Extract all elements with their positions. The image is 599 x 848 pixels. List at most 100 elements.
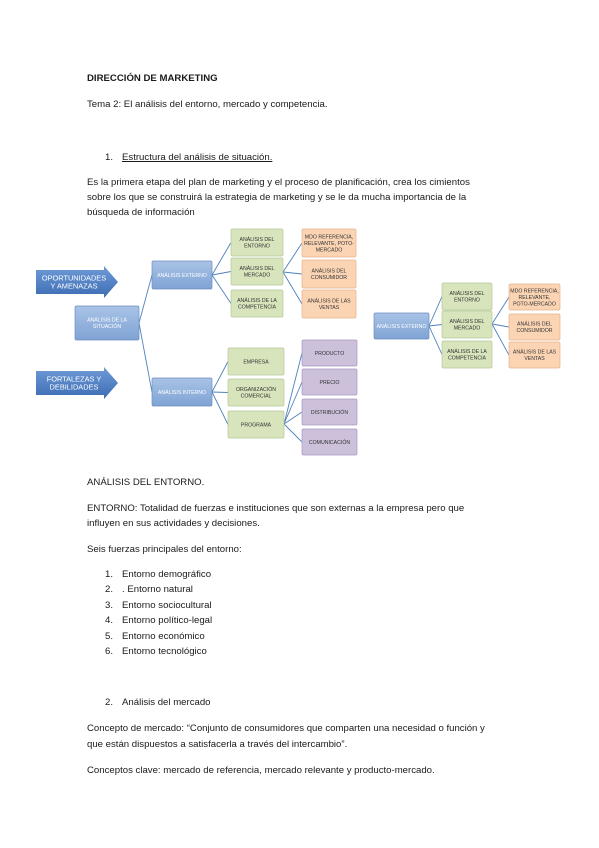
program-child-node-label: DISTRIBUCIÓN bbox=[311, 409, 348, 416]
market-child-node-2-label: RELEVANTE, bbox=[519, 295, 551, 301]
page-title: DIRECCIÓN DE MARKETING bbox=[87, 73, 218, 84]
strengths-weaknesses-arrow-label: DEBILIDADES bbox=[50, 383, 99, 392]
situation-analysis-node-label: ANÁLISIS DE LA bbox=[87, 317, 127, 324]
entorno-def-line-2: influyen en sus actividades y decisiones… bbox=[87, 518, 260, 529]
program-child-node-label: COMUNICACIÓN bbox=[309, 439, 350, 446]
opportunities-threats-arrow-label: OPORTUNIDADES bbox=[42, 274, 106, 283]
external-child-node-2-label: ANÁLISIS DEL bbox=[450, 290, 485, 297]
external-child-node-2-label: MERCADO bbox=[454, 326, 481, 332]
program-child-node: COMUNICACIÓN bbox=[301, 428, 358, 456]
market-child-node-label: CONSUMIDOR bbox=[311, 275, 347, 281]
intro-line-3: búsqueda de información bbox=[87, 207, 195, 218]
external-child-node-2-label: ENTORNO bbox=[454, 298, 480, 304]
list-item-number: 6. bbox=[105, 646, 114, 657]
list-item-number: 4. bbox=[105, 615, 114, 626]
mercado-def-line-1: Concepto de mercado: “Conjunto de consum… bbox=[87, 723, 485, 734]
mercado-def-line-2: que están dispuestos a satisfacerla a tr… bbox=[87, 739, 348, 750]
section-1-title: Estructura del análisis de situación. bbox=[122, 152, 273, 163]
section-2-title: Análisis del mercado bbox=[122, 697, 211, 708]
connector-line bbox=[211, 361, 229, 393]
internal-child-node: PROGRAMA bbox=[227, 410, 285, 439]
entorno-def-line-1: ENTORNO: Totalidad de fuerzas e instituc… bbox=[87, 503, 465, 514]
market-child-node-2-label: MDO REFERENCIA, bbox=[510, 289, 558, 295]
connector-line bbox=[211, 271, 232, 276]
connector-line bbox=[428, 324, 443, 327]
connector-line bbox=[283, 352, 303, 425]
connector-line bbox=[491, 323, 510, 356]
connector-line bbox=[283, 381, 303, 425]
list-item: . Entorno natural bbox=[122, 584, 193, 595]
connector-line bbox=[211, 274, 232, 304]
list-item-number: 3. bbox=[105, 600, 114, 611]
program-child-node: PRECIO bbox=[301, 368, 358, 396]
strengths-weaknesses-arrow-label: FORTALEZAS Y bbox=[47, 375, 102, 384]
external-child-node-label: ANÁLISIS DE LA bbox=[237, 297, 277, 304]
fuerzas-intro: Seis fuerzas principales del entorno: bbox=[87, 544, 242, 555]
external-child-node-label: COMPETENCIA bbox=[238, 305, 277, 311]
external-analysis-node-2: ANÁLISIS EXTERNO bbox=[373, 312, 430, 340]
program-child-node-label: PRODUCTO bbox=[315, 351, 345, 357]
market-child-node-label: ANÁLISIS DE LAS bbox=[307, 298, 351, 305]
connector-line bbox=[282, 242, 303, 273]
connector-line bbox=[491, 296, 510, 325]
connector-line bbox=[211, 391, 229, 393]
list-item: Entorno tecnológico bbox=[122, 646, 207, 657]
program-child-node: DISTRIBUCIÓN bbox=[301, 398, 358, 426]
list-item-number: 5. bbox=[105, 631, 114, 642]
list-item: Entorno político-legal bbox=[122, 615, 213, 626]
connector-line bbox=[282, 271, 303, 275]
external-child-node-label: ENTORNO bbox=[244, 244, 270, 250]
internal-child-node-label: PROGRAMA bbox=[241, 422, 272, 428]
external-analysis-node-label: ANÁLISIS EXTERNO bbox=[157, 272, 207, 279]
list-item-number: 2. bbox=[105, 584, 114, 595]
program-child-node: PRODUCTO bbox=[301, 339, 358, 367]
connector-line bbox=[138, 274, 153, 324]
internal-child-node-label: COMERCIAL bbox=[241, 394, 272, 400]
market-child-node-2-label: POTO-MERCADO bbox=[513, 301, 556, 307]
market-child-node-2-label: ANÁLISIS DE LAS bbox=[513, 349, 557, 356]
external-child-node-label: MERCADO bbox=[244, 273, 271, 279]
intro-line-2: sobre los que se construirá la estrategi… bbox=[87, 192, 467, 203]
entorno-heading: ANÁLISIS DEL ENTORNO. bbox=[87, 477, 205, 488]
external-child-node-2-label: ANÁLISIS DEL bbox=[450, 318, 485, 325]
market-child-node-label: MDO REFERENCIA, bbox=[305, 235, 353, 241]
internal-child-node-label: ORGANIZACIÓN bbox=[236, 386, 276, 393]
connector-line bbox=[282, 271, 303, 305]
section-2-number: 2. bbox=[105, 697, 114, 708]
market-child-node: MDO REFERENCIA,RELEVANTE, POTO-MERCADO bbox=[301, 228, 357, 258]
connector-line bbox=[211, 391, 229, 425]
page-subtitle: Tema 2: El análisis del entorno, mercado… bbox=[87, 99, 328, 110]
market-child-node-label: MERCADO bbox=[316, 247, 343, 253]
situation-analysis-node-label: SITUACIÓN bbox=[93, 323, 121, 330]
external-child-node-label: ANÁLISIS DEL bbox=[240, 236, 275, 243]
list-item-number: 1. bbox=[105, 569, 114, 580]
internal-analysis-node: ANÁLISIS INTERNO bbox=[151, 377, 213, 407]
external-child-node-2-label: COMPETENCIA bbox=[448, 356, 487, 362]
market-child-node-label: ANÁLISIS DEL bbox=[312, 268, 347, 275]
list-item: Entorno demográfico bbox=[122, 569, 212, 580]
market-child-node-label: RELEVANTE, POTO- bbox=[304, 241, 354, 247]
market-child-node-2-label: CONSUMIDOR bbox=[516, 328, 552, 334]
market-child-node-2: MDO REFERENCIA,RELEVANTE,POTO-MERCADO bbox=[508, 283, 561, 311]
market-child-node-label: VENTAS bbox=[319, 305, 340, 311]
connector-line bbox=[491, 323, 510, 328]
internal-analysis-node-label: ANÁLISIS INTERNO bbox=[158, 389, 206, 396]
list-item: Entorno sociocultural bbox=[122, 600, 212, 611]
opportunities-threats-arrow-label: Y AMENAZAS bbox=[50, 282, 97, 291]
market-child-node-2-label: VENTAS bbox=[524, 356, 545, 362]
